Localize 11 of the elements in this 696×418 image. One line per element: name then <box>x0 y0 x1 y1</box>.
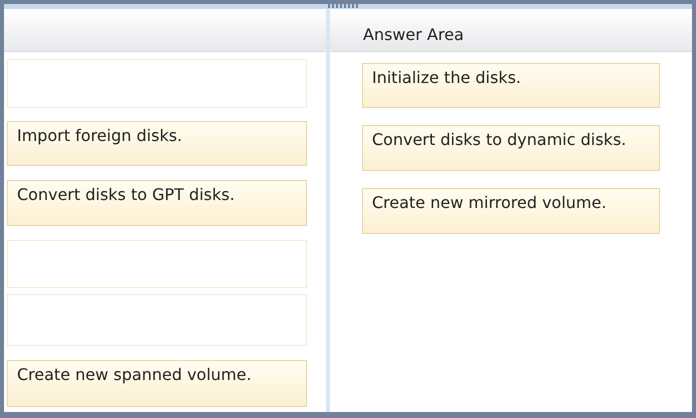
empty-slot <box>7 240 307 288</box>
panel-heading: Answer Area <box>363 25 464 44</box>
action-tile: Create new spanned volume. <box>7 360 307 407</box>
empty-slot <box>7 294 307 346</box>
empty-slot <box>7 59 307 108</box>
panel <box>330 9 692 412</box>
action-tile: Initialize the disks. <box>362 63 660 108</box>
action-tile: Import foreign disks. <box>7 121 307 166</box>
action-tile: Create new mirrored volume. <box>362 188 660 234</box>
action-tile: Convert disks to GPT disks. <box>7 180 307 226</box>
action-tile: Convert disks to dynamic disks. <box>362 125 660 171</box>
